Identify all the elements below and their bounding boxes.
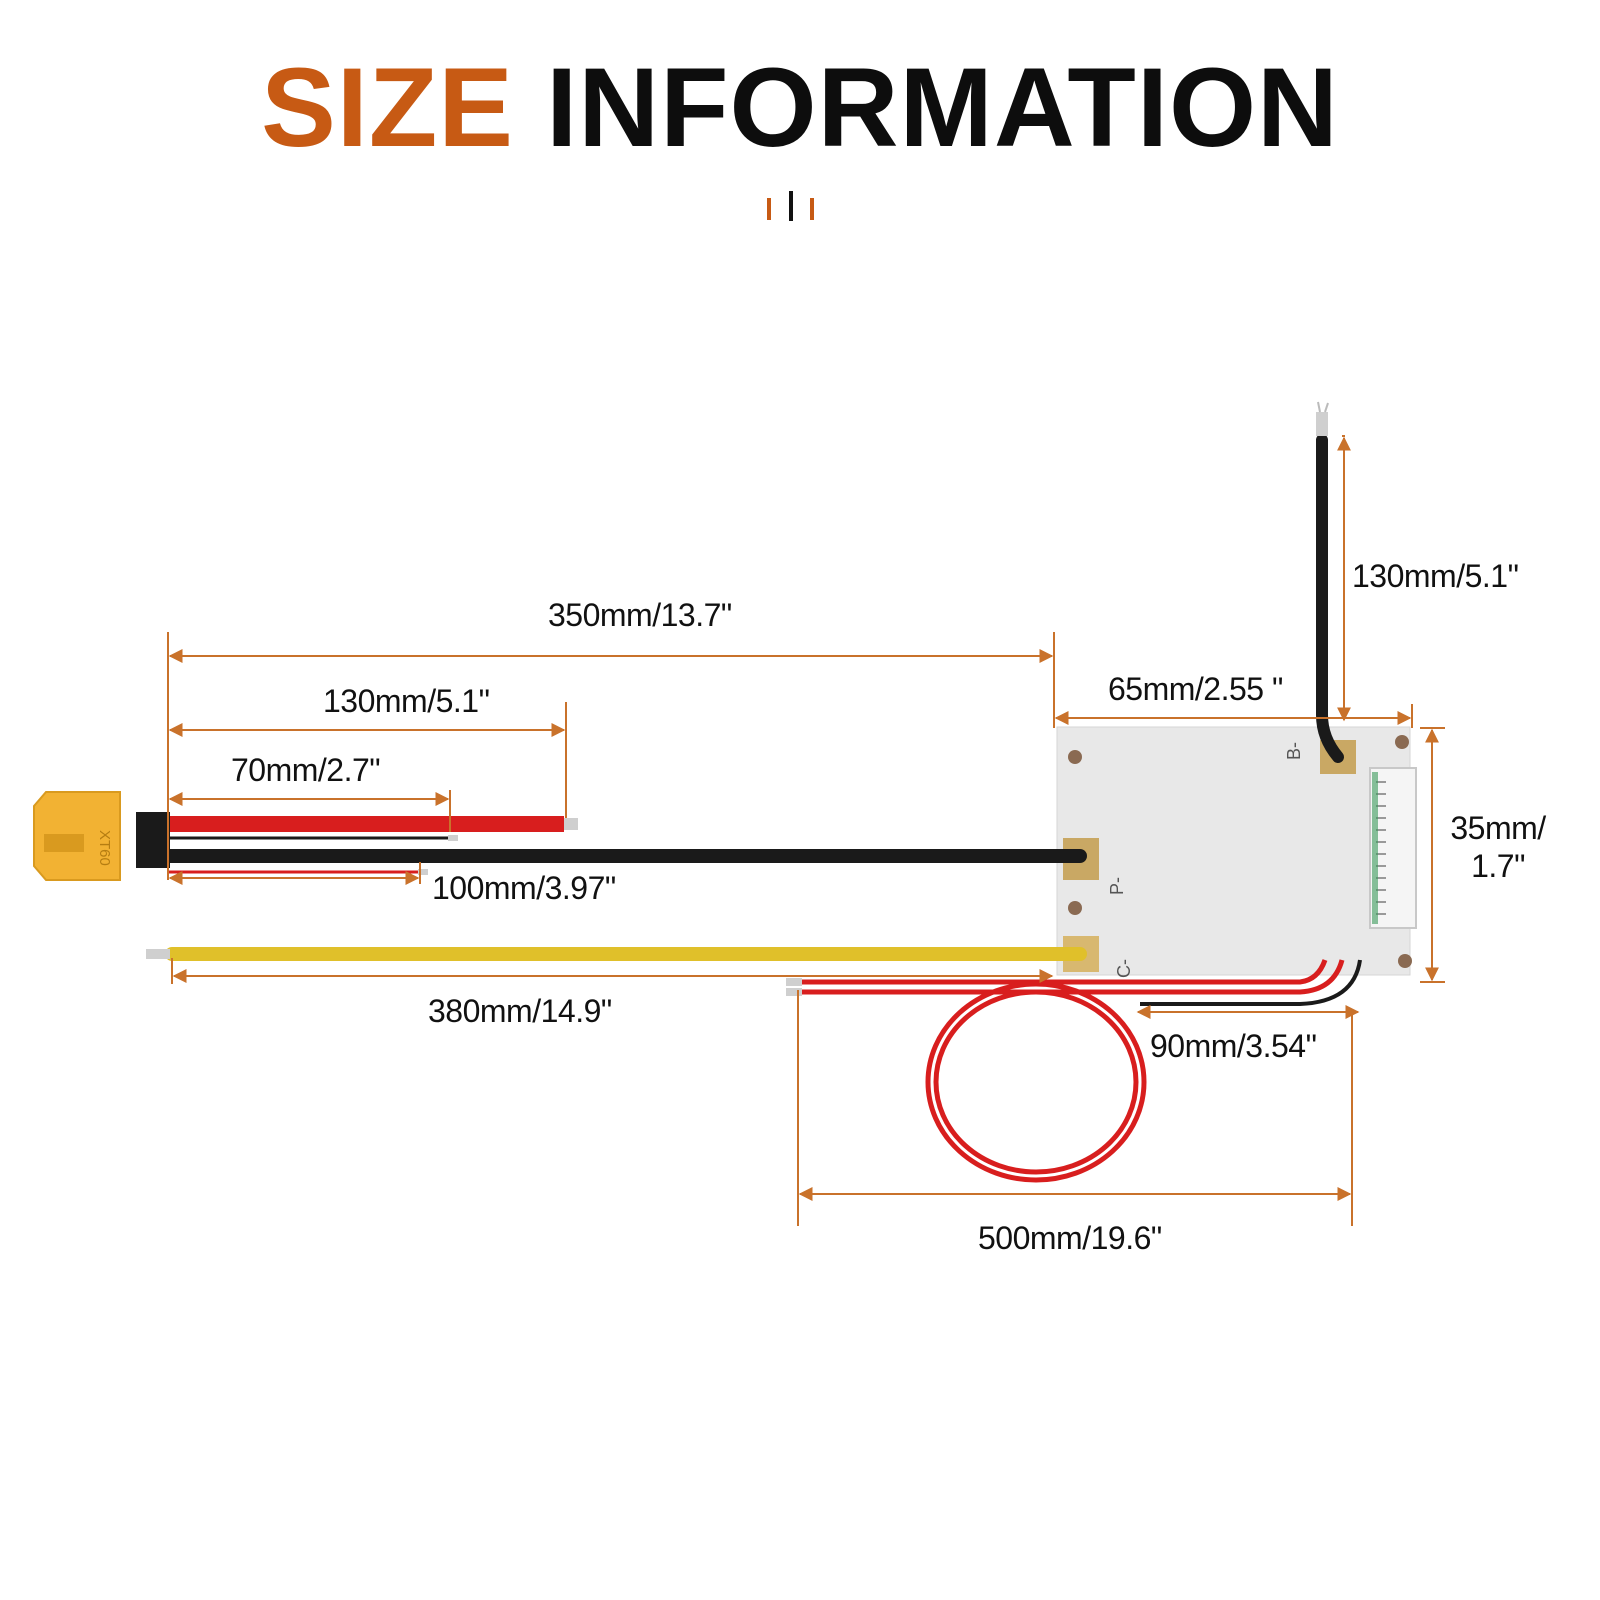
screw-hole [1398, 954, 1412, 968]
xt60-connector: XT60 [33, 791, 170, 881]
dimension-lines [167, 435, 1445, 1226]
screw-hole [1395, 735, 1409, 749]
dimension-label-35mm-line1: 35mm/ [1450, 810, 1546, 846]
title-divider [767, 191, 814, 221]
pad-label-b-minus: B- [1284, 742, 1304, 760]
pad-label-c-minus: C- [1114, 959, 1134, 978]
dimension-label-380mm: 380mm/14.9" [428, 993, 612, 1029]
c-minus-wire [146, 947, 1087, 961]
dimension-label-70mm: 70mm/2.7" [231, 752, 381, 788]
connector-label: XT60 [96, 830, 113, 866]
dimension-label-350mm: 350mm/13.7" [548, 597, 732, 633]
dimension-label-35mm: 35mm/ 1.7" [1436, 809, 1560, 885]
bms-board: B- P- C- [1056, 726, 1417, 978]
dimension-label-90mm: 90mm/3.54" [1150, 1028, 1317, 1064]
b-minus-wire [1316, 401, 1344, 763]
dimension-label-500mm: 500mm/19.6" [978, 1220, 1162, 1256]
title-main: INFORMATION [546, 45, 1339, 170]
dimension-label-35mm-line2: 1.7" [1471, 848, 1525, 884]
dimension-label-100mm: 100mm/3.97" [432, 870, 616, 906]
page-title: SIZE INFORMATION [0, 48, 1600, 168]
title-accent: SIZE [261, 45, 514, 170]
screw-hole [1068, 750, 1082, 764]
connector-red-wire [168, 816, 578, 832]
dimension-label-130mm-left: 130mm/5.1" [323, 683, 490, 719]
pad-label-p-minus: P- [1107, 877, 1127, 895]
screw-hole [1068, 901, 1082, 915]
dimension-label-65mm: 65mm/2.55 " [1108, 671, 1283, 707]
sense-wires [786, 959, 1362, 1183]
dimension-label-130mm-top: 130mm/5.1" [1352, 558, 1519, 594]
